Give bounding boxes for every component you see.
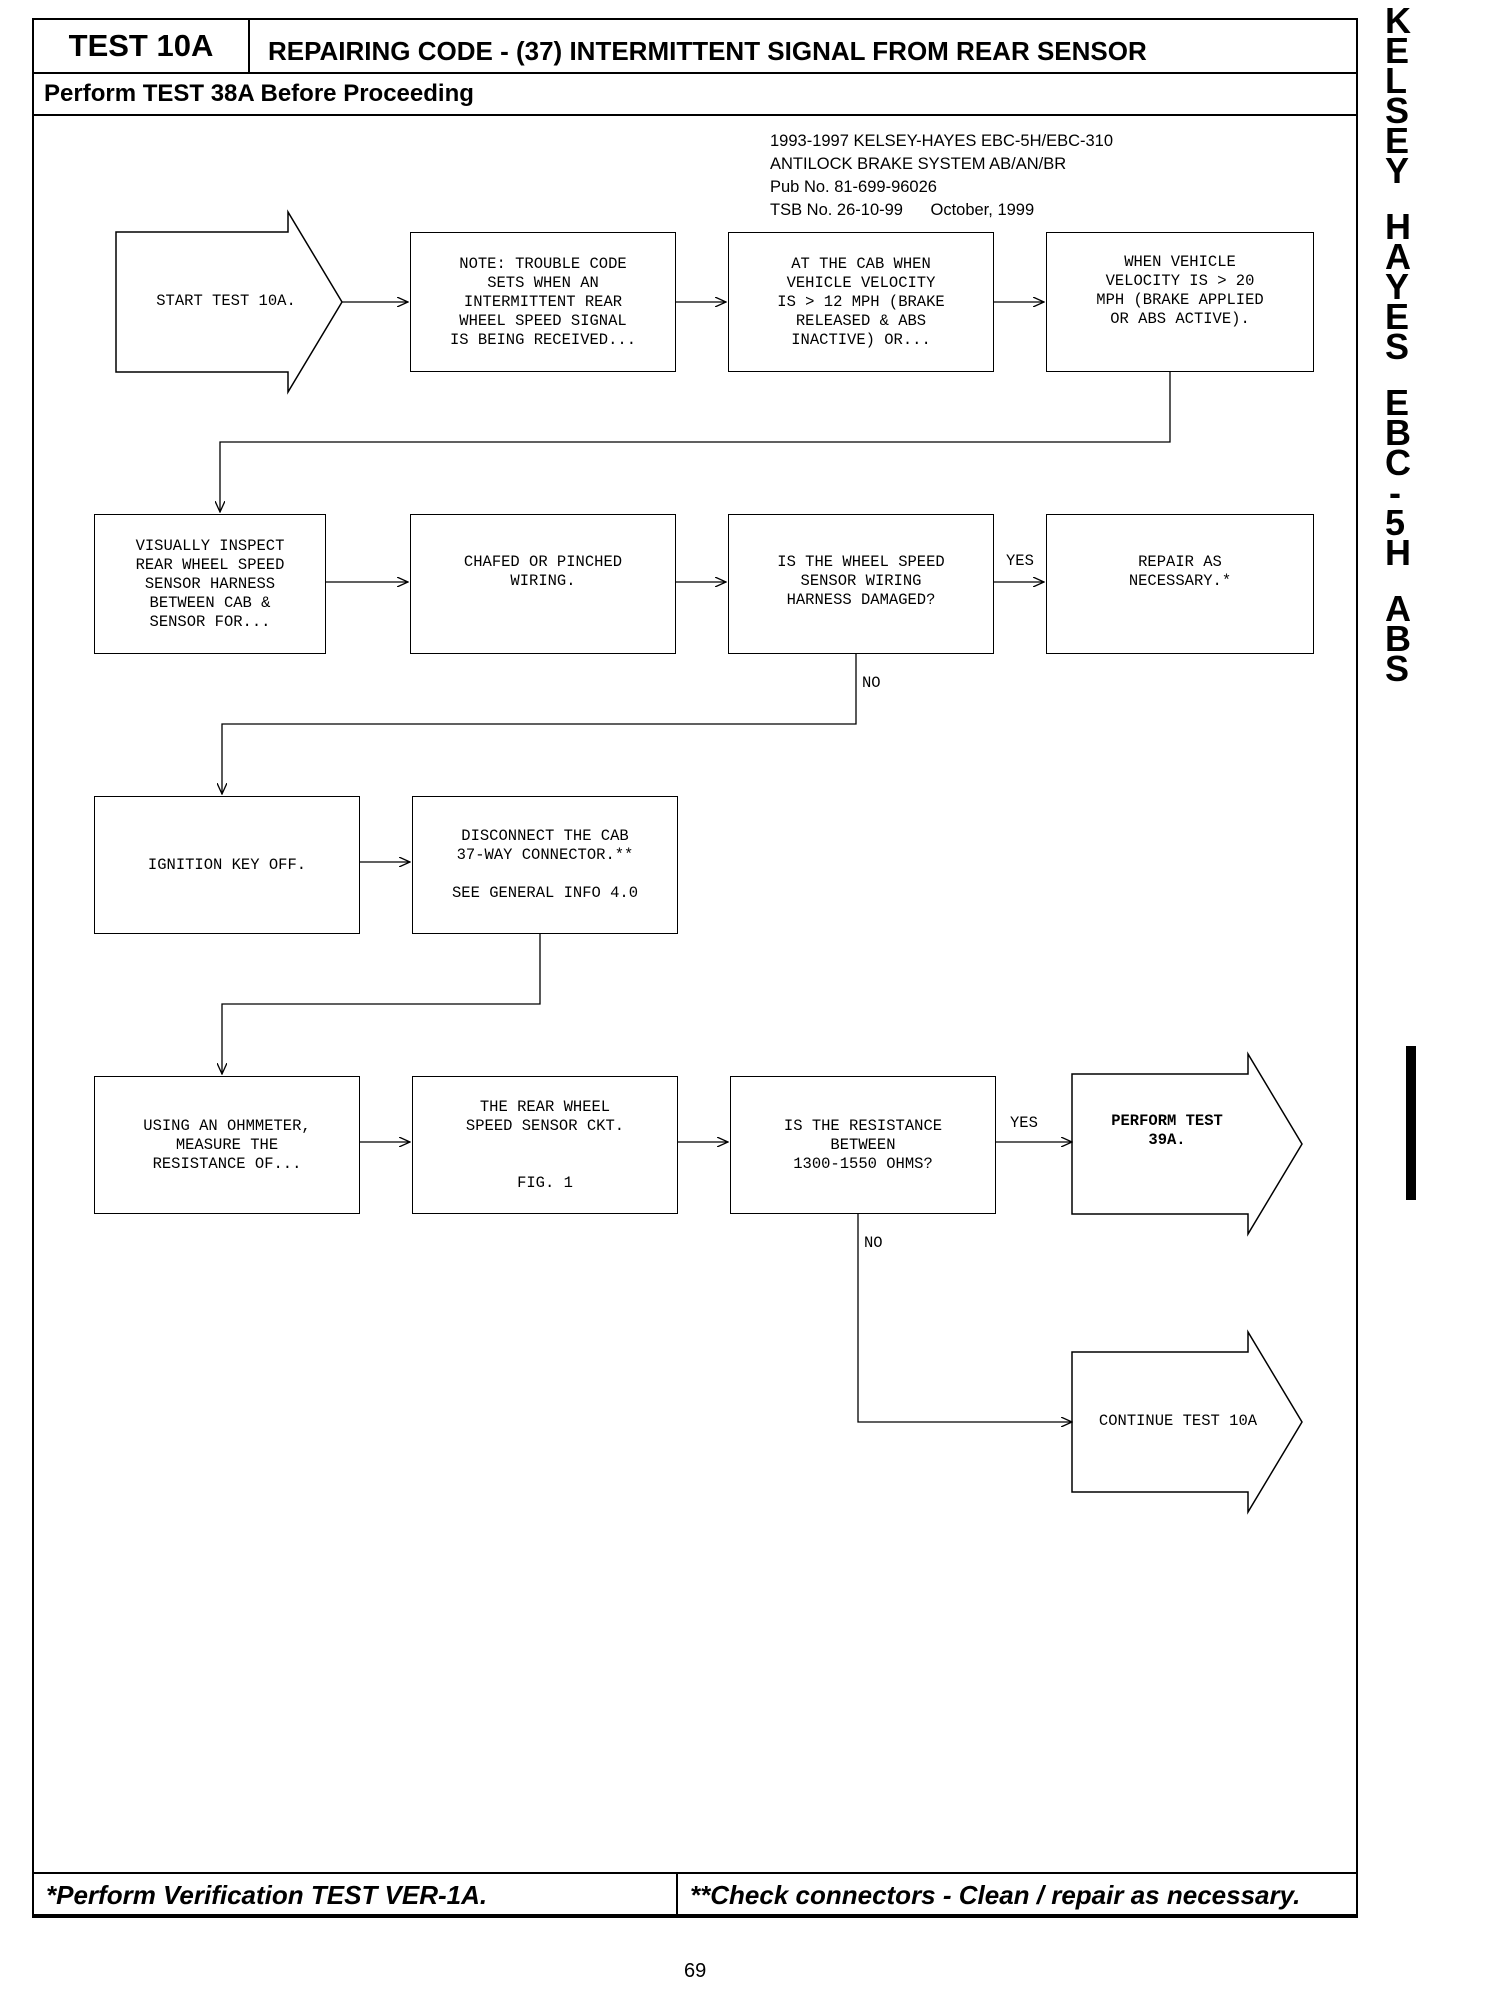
page-number: 69 — [684, 1960, 707, 1982]
conn-disconnect-ohmmeter — [222, 932, 541, 1074]
start-arrow-shape — [115, 209, 343, 395]
conn-resistance-continue — [857, 1212, 1072, 1422]
sidebar-word: EBC-5H — [1384, 382, 1411, 573]
publication-info: 1993-1997 KELSEY-HAYES EBC-5H/EBC-310 AN… — [770, 130, 1113, 222]
label-no-resistance: NO — [864, 1234, 883, 1252]
decision-resistance-range: IS THE RESISTANCE BETWEEN 1300-1550 OHMS… — [730, 1076, 996, 1214]
step-repair: REPAIR AS NECESSARY.* — [1046, 514, 1314, 654]
step-chafed: CHAFED OR PINCHED WIRING. — [410, 514, 676, 654]
pub-line-2: ANTILOCK BRAKE SYSTEM AB/AN/BR — [770, 155, 1067, 173]
conn-damaged-ignition — [222, 652, 857, 794]
pub-line-1: 1993-1997 KELSEY-HAYES EBC-5H/EBC-310 — [770, 132, 1114, 150]
step-ohmmeter: USING AN OHMMETER, MEASURE THE RESISTANC… — [94, 1076, 360, 1214]
start-test-label: START TEST 10A. — [156, 292, 296, 310]
section-marker-bar — [1406, 1046, 1416, 1200]
step-disconnect-connector: DISCONNECT THE CAB 37-WAY CONNECTOR.** S… — [412, 796, 678, 934]
footer-note-verification: *Perform Verification TEST VER-1A. — [32, 1872, 678, 1918]
continue-test-label: CONTINUE TEST 10A — [1098, 1412, 1258, 1430]
continue-arrow-shape — [1071, 1329, 1303, 1515]
conn-when-inspect — [220, 372, 1171, 512]
step-at-cab: AT THE CAB WHEN VEHICLE VELOCITY IS > 12… — [728, 232, 994, 372]
step-when-vehicle: WHEN VEHICLE VELOCITY IS > 20 MPH (BRAKE… — [1046, 232, 1314, 372]
page-subtitle: Perform TEST 38A Before Proceeding — [44, 80, 474, 107]
label-yes-resistance: YES — [1010, 1114, 1038, 1132]
perform39-arrow-shape — [1071, 1051, 1303, 1237]
pub-line-3: Pub No. 81-699-96026 — [770, 178, 937, 196]
perform-test-39a-label: PERFORM TEST 39A. — [1111, 1112, 1223, 1149]
page-frame — [32, 18, 1358, 1916]
test-label: TEST 10A — [32, 18, 250, 74]
step-rear-wheel-circuit: THE REAR WHEEL SPEED SENSOR CKT. FIG. 1 — [412, 1076, 678, 1214]
label-yes-damaged: YES — [1006, 552, 1034, 570]
page-title: REPAIRING CODE - (37) INTERMITTENT SIGNA… — [268, 36, 1147, 66]
header-divider-top — [32, 72, 1358, 74]
step-note: NOTE: TROUBLE CODE SETS WHEN AN INTERMIT… — [410, 232, 676, 372]
footer-note-connectors: **Check connectors - Clean / repair as n… — [676, 1872, 1358, 1918]
label-no-damaged: NO — [862, 674, 881, 692]
sidebar-word: KELSEY — [1384, 0, 1411, 191]
decision-harness-damaged: IS THE WHEEL SPEED SENSOR WIRING HARNESS… — [728, 514, 994, 654]
header-divider — [32, 114, 1358, 116]
pub-line-4: TSB No. 26-10-99 October, 1999 — [770, 201, 1035, 219]
step-ignition-off: IGNITION KEY OFF. — [94, 796, 360, 934]
step-inspect: VISUALLY INSPECT REAR WHEEL SPEED SENSOR… — [94, 514, 326, 654]
